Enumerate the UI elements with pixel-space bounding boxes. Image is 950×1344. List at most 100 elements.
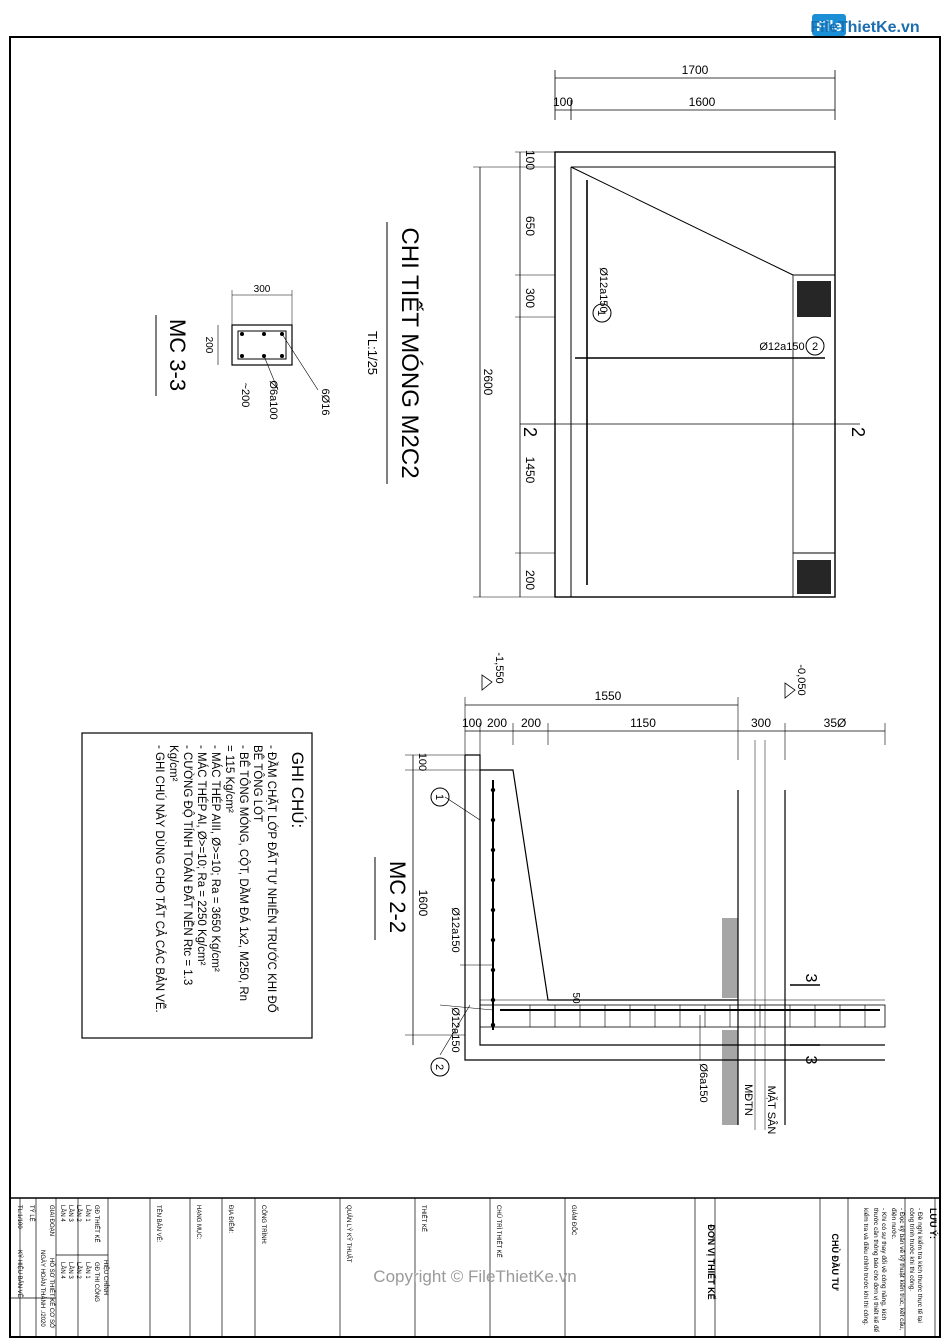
mc22-dim-100v: 100 xyxy=(416,753,428,771)
plan-scale: TL:1/25 xyxy=(365,331,380,375)
mc22-rebar-1: Ø12a150 xyxy=(449,907,461,952)
dim-plan-1450: 1450 xyxy=(523,457,537,484)
notes-title: GHI CHÚ: xyxy=(288,752,307,829)
title-block: LƯU Ý: - Đề nghị kiểm tra kích thước thự… xyxy=(10,1197,940,1337)
lan-1: LẦN 1 xyxy=(84,1205,91,1222)
dim-1700: 1700 xyxy=(682,63,709,77)
lan-3: LẦN 3 xyxy=(67,1205,74,1222)
mc22-label-mdtn: MĐTN xyxy=(742,1084,754,1116)
lan-1b: LẦN 1 xyxy=(84,1262,91,1279)
lan-2b: LẦN 2 xyxy=(75,1262,82,1279)
luu-y-line-4: điện nước. xyxy=(890,1208,897,1240)
section-3-3: 300 200 6Ø16 Ø6a100 ~200 MC 3-3 xyxy=(155,284,331,420)
watermark-bottom: Copyright © FileThietKe.vn xyxy=(373,1267,576,1286)
ty-le: TỶ LỆ xyxy=(28,1205,36,1222)
note-line-9: - GHI CHÚ NÀY DÙNG CHO TẤT CẢ CÁC BẢN VẼ… xyxy=(153,745,166,1013)
mc33-title: MC 3-3 xyxy=(165,319,190,391)
dim-2600: 2600 xyxy=(481,369,495,396)
luu-y-line-6: thước cần thông báo cho đơn vị thiết kế … xyxy=(872,1208,881,1333)
mc22-dim-300: 300 xyxy=(751,716,771,730)
mc22-label-matsan: MẶT SÂN xyxy=(765,1086,778,1135)
mc22-stirrup: Ø6a150 xyxy=(697,1063,709,1102)
lan-4b: LẦN 4 xyxy=(59,1262,66,1279)
mc22-dim-200a: 200 xyxy=(487,716,507,730)
mc22-dim-35: 35Ø xyxy=(824,716,847,730)
lan-2: LẦN 2 xyxy=(75,1205,82,1222)
luu-y-line-2: công trình trước khi thi công. xyxy=(908,1208,915,1291)
mc22-dim-1150: 1150 xyxy=(630,716,656,730)
dim-plan-650: 650 xyxy=(523,216,537,236)
mc22-level-left: -1,550 xyxy=(493,652,505,683)
ty-le-value: TL:1/100 xyxy=(16,1205,22,1229)
mc33-cover: ~200 xyxy=(239,383,251,408)
note-line-2: BÊ TÔNG LÓT xyxy=(251,745,264,822)
svg-text:File: File xyxy=(816,18,842,35)
giam-doc: GIÁM ĐỐC xyxy=(570,1205,577,1236)
cong-trinh: CÔNG TRÌNH: xyxy=(260,1205,267,1245)
giai-doan: GIAI ĐOẠN xyxy=(48,1205,54,1236)
mc22-dim-100: 100 xyxy=(462,716,482,730)
cut-3a: 3 xyxy=(802,974,819,983)
cut-mark-right: 2 xyxy=(848,427,868,437)
mc22-dim-200b: 200 xyxy=(521,716,541,730)
chu-dau-tu: CHỦ ĐẦU TƯ xyxy=(830,1234,841,1291)
nam: ./2020 xyxy=(39,1310,45,1327)
ho-so: HỒ SƠ THIẾT KẾ CƠ SỞ xyxy=(48,1258,55,1328)
luu-y-line-5: - Khi có sự thay đổi về công năng, kích xyxy=(880,1208,889,1321)
chu-tri: CHỦ TRÌ THIẾT KẾ xyxy=(495,1205,502,1258)
hatch-soil-upper xyxy=(722,918,738,998)
mc33-dim-200: 200 xyxy=(203,337,214,354)
gd-thi-cong: GĐ THI CÔNG xyxy=(93,1262,100,1302)
cut-mark-left: 2 xyxy=(520,427,540,437)
mc22-dim-1550: 1550 xyxy=(595,689,622,703)
lan-4: LẦN 4 xyxy=(59,1205,66,1222)
plan-mark-2: 2 xyxy=(812,341,818,353)
dim-100-top: 100 xyxy=(553,95,573,109)
plan-rebar-2-label: Ø12a150 xyxy=(759,341,804,353)
dim-plan-300: 300 xyxy=(523,288,537,308)
plan-rebar-1-label: Ø12a150 xyxy=(597,267,609,312)
plan-mark-1: 1 xyxy=(595,310,607,316)
mc33-bars: 6Ø16 xyxy=(319,389,331,416)
note-line-1: - ĐẦM CHẶT LỚP ĐẤT TỰ NHIÊN TRƯỚC KHI ĐỔ xyxy=(265,745,278,1013)
sheet-border xyxy=(9,36,941,1338)
luu-y-line-7: kiểm tra và điều chỉnh trước khi thi côn… xyxy=(862,1208,871,1326)
dim-1600-top: 1600 xyxy=(689,95,716,109)
mc22-level-right: -0,050 xyxy=(795,664,807,695)
hang-muc: HẠNG MỤC: xyxy=(195,1205,201,1240)
quan-ly: QUẢN LÝ KỸ THUẬT xyxy=(345,1205,352,1263)
mc22-mark-1: 1 xyxy=(433,794,445,800)
luu-y-line-1: - Đề nghị kiểm tra kích thước thực tế tạ… xyxy=(916,1208,925,1323)
mc22-dim-50: 50 xyxy=(570,992,581,1004)
luu-y-line-3: - Đọc kỹ bản vẽ kỹ thuật kiến trúc, kết … xyxy=(898,1208,907,1331)
note-line-8: Kg/cm² xyxy=(167,745,179,782)
column-hatch-top xyxy=(797,281,831,317)
luu-y-title: LƯU Ý: xyxy=(928,1208,939,1239)
note-line-5: - MÁC THÉP AIII, Ø>=10; Ra = 3650 Kg/cm² xyxy=(209,745,222,972)
note-line-4: = 115 Kg/cm² xyxy=(223,745,235,813)
mc22-title: MC 2-2 xyxy=(385,861,410,933)
thiet-ke: THIẾT KẾ xyxy=(420,1205,427,1232)
cut-3b: 3 xyxy=(802,1056,819,1065)
dia-diem: ĐỊA ĐIỂM: xyxy=(227,1205,234,1233)
mc22-rebar-2: Ø12a150 xyxy=(449,1007,461,1052)
don-vi-thiet-ke: ĐƠN VỊ THIẾT KẾ xyxy=(706,1224,716,1299)
watermark-logo: File xyxy=(812,14,846,36)
note-line-3: - BÊ TÔNG MÓNG, CỘT, DẦM ĐÁ 1x2, M250, R… xyxy=(237,745,250,1001)
dim-plan-200: 200 xyxy=(523,570,537,590)
mc33-stirrup: Ø6a100 xyxy=(267,380,279,419)
hatch-soil-lower xyxy=(722,1030,738,1125)
hieu-chinh: HIỆU CHỈNH xyxy=(102,1260,110,1295)
ten-ban-ve: TÊN BẢN VẼ: xyxy=(155,1205,163,1243)
column-hatch-bottom xyxy=(797,560,831,594)
dim-plan-100: 100 xyxy=(523,150,537,170)
mc22-dim-1600: 1600 xyxy=(416,890,430,917)
mc22-mark-2: 2 xyxy=(433,1064,445,1070)
notes-box: GHI CHÚ: - ĐẦM CHẶT LỚP ĐẤT TỰ NHIÊN TRƯ… xyxy=(81,732,313,1039)
watermark-top: FileThietKe.vn xyxy=(810,19,919,36)
mc33-dim-300: 300 xyxy=(254,284,271,295)
plan-view: 2 2 1700 100 1600 2600 100 650 300 1450 … xyxy=(365,63,868,598)
section-2-2: 1 2 Ø12a150 Ø12a150 Ø6a150 50 MĐTN MẶT S… xyxy=(374,652,886,1135)
plan-title: CHI TIẾT MÓNG M2C2 xyxy=(396,227,424,478)
